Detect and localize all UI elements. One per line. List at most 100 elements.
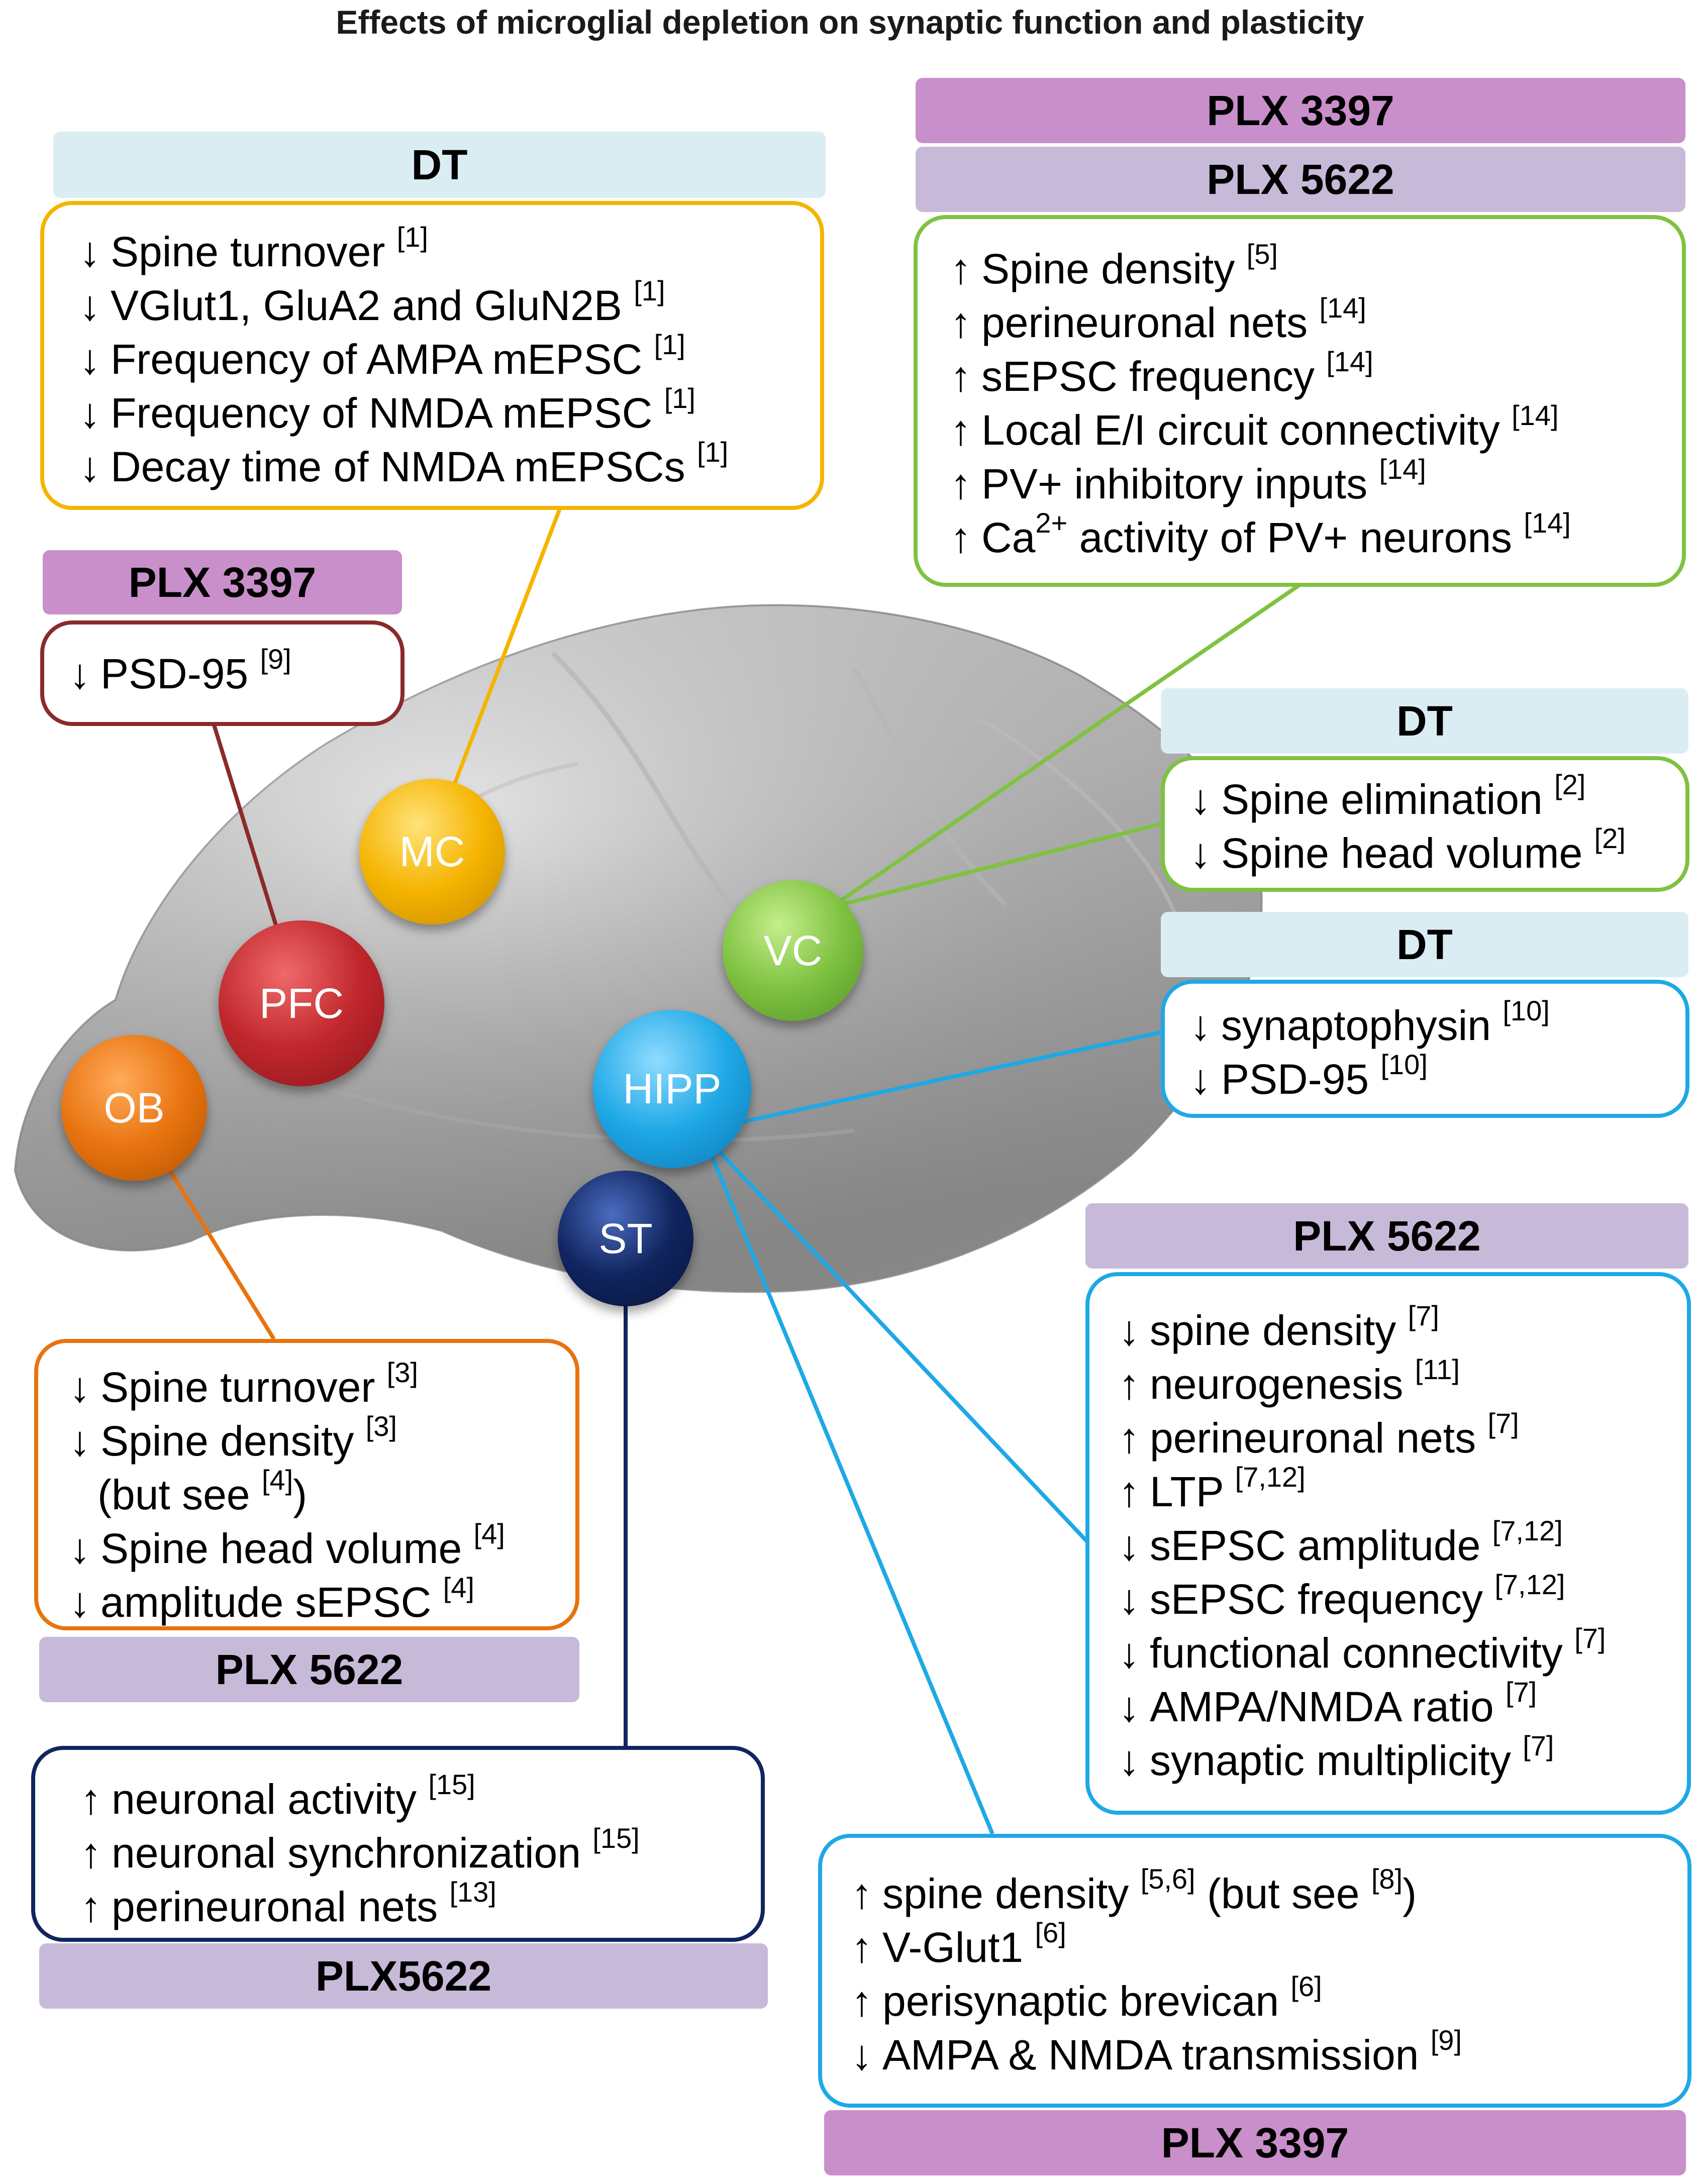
reference-citation: [1] [634,274,665,306]
effect-line: ↑neuronal activity [15] [80,1770,761,1826]
reference-citation: [6] [1290,1970,1322,2002]
increase-arrow-icon: ↑ [1119,1414,1140,1462]
effect-text: sEPSC frequency [981,353,1327,400]
brain-fold [551,651,756,931]
decrease-arrow-icon: ↓ [1119,1629,1140,1677]
reference-citation: [3] [386,1356,418,1388]
decrease-arrow-icon: ↓ [1119,1683,1140,1730]
reference-citation: [2] [1554,768,1586,800]
reference-citation: [7] [1487,1407,1519,1439]
increase-arrow-icon: ↑ [950,406,971,454]
effects-box-ob: ↓Spine turnover [3]↓Spine density [3](bu… [34,1339,579,1630]
decrease-arrow-icon: ↓ [79,282,101,329]
header-plx5622-st: PLX5622 [39,1943,768,2009]
effect-line: ↑perineuronal nets [14] [950,293,1682,350]
decrease-arrow-icon: ↓ [1190,1056,1211,1103]
connector-hipp-plx3397 [707,1147,994,1835]
brain-shading [15,605,1262,1292]
effect-line: ↑neuronal synchronization [15] [80,1824,761,1880]
effect-text: neuronal activity [112,1776,429,1823]
reference-citation: [7] [1505,1676,1537,1708]
reference-citation: [5] [1246,238,1278,270]
reference-citation: [7,12] [1235,1461,1306,1493]
decrease-arrow-icon: ↓ [1119,1307,1140,1354]
header-plx3397-vc: PLX 3397 [916,78,1685,143]
effect-line: ↓Spine density [3] [69,1412,575,1468]
effect-line: ↑perineuronal nets [7] [1119,1409,1687,1465]
effect-text: synaptophysin [1221,1002,1503,1049]
decrease-arrow-icon: ↓ [69,1364,90,1411]
reference-citation: [1] [664,382,695,414]
region-label-vc: VC [763,926,823,974]
effect-text: Spine elimination [1221,776,1555,823]
connector-vc-dt [831,822,1161,909]
region-ob: OB [61,1035,207,1181]
effect-text: Frequency of NMDA mEPSC [111,389,664,437]
increase-arrow-icon: ↑ [950,460,971,507]
increase-arrow-icon: ↑ [950,353,971,400]
reference-citation: [14] [1512,399,1559,431]
effect-line: ↓sEPSC amplitude [7,12] [1119,1516,1687,1573]
header-plx5622-ob: PLX 5622 [39,1637,579,1702]
reference-citation: [10] [1503,994,1550,1026]
header-plx3397-pfc: PLX 3397 [43,550,402,614]
effect-text: PSD-95 [1221,1056,1381,1103]
connector-hipp-plx5622 [712,1144,1089,1544]
effects-box-mc: ↓Spine turnover [1]↓VGlut1, GluA2 and Gl… [40,201,824,510]
effect-text: Decay time of NMDA mEPSCs [111,443,697,490]
effects-box-st: ↑neuronal activity [15]↑neuronal synchro… [31,1746,765,1942]
effects-box-hipp-plx5622: ↓spine density [7]↑neurogenesis [11]↑per… [1085,1272,1691,1815]
reference-citation: [7] [1574,1622,1606,1654]
connector-ob [166,1167,276,1340]
effect-line: ↑perineuronal nets [13] [80,1878,761,1934]
brain-fold [852,667,1007,906]
effect-text: perineuronal nets [112,1883,450,1930]
effect-text: ) [1403,1870,1417,1917]
effect-text: AMPA/NMDA ratio [1150,1683,1506,1730]
reference-citation: [4] [261,1464,293,1496]
decrease-arrow-icon: ↓ [79,389,101,437]
decrease-arrow-icon: ↓ [69,650,90,697]
reference-citation: [14] [1379,453,1426,485]
header-dt-mc: DT [53,132,826,198]
decrease-arrow-icon: ↓ [79,228,101,275]
effect-text: spine density [1150,1307,1408,1354]
increase-arrow-icon: ↑ [1119,1468,1140,1515]
effect-text: sEPSC amplitude [1150,1522,1492,1569]
effect-line: ↓functional connectivity [7] [1119,1624,1687,1680]
header-plx5622-vc: PLX 5622 [916,147,1685,212]
effect-line: ↓VGlut1, GluA2 and GluN2B [1] [79,276,820,333]
effect-superscript: 2+ [1035,506,1068,539]
reference-citation: [15] [428,1768,475,1800]
region-vc: VC [723,880,863,1021]
effect-line: ↑V-Glut1 [6] [851,1918,1687,1974]
effect-line: ↑spine density [5,6] (but see [8]) [851,1864,1687,1921]
effect-text: amplitude sEPSC [101,1579,443,1626]
effect-line: ↓synaptophysin [10] [1190,996,1685,1053]
effect-line: ↑neurogenesis [11] [1119,1355,1687,1411]
increase-arrow-icon: ↑ [950,299,971,346]
region-label-hipp: HIPP [623,1065,722,1112]
increase-arrow-icon: ↑ [80,1776,102,1823]
effect-text: Spine density [981,245,1247,292]
region-hipp: HIPP [593,1010,751,1168]
reference-citation: [4] [443,1571,474,1603]
region-label-mc: MC [399,827,465,875]
increase-arrow-icon: ↑ [950,514,971,561]
decrease-arrow-icon: ↓ [69,1417,90,1465]
effect-text: activity of PV+ neurons [1067,514,1524,561]
effect-line: ↑perisynaptic brevican [6] [851,1972,1687,2028]
effect-line: ↑Spine density [5] [950,240,1682,296]
effect-text: functional connectivity [1150,1629,1575,1677]
reference-citation: [13] [449,1876,496,1908]
effect-text: PSD-95 [101,650,260,697]
effect-text: (but see [1195,1870,1371,1917]
effect-line: ↓Frequency of AMPA mEPSC [1] [79,330,820,386]
brain-fold [301,1078,855,1142]
effect-line: ↓spine density [7] [1119,1301,1687,1358]
effect-text: Spine density [101,1417,366,1465]
reference-citation: [2] [1594,822,1626,854]
region-st: ST [558,1171,693,1306]
decrease-arrow-icon: ↓ [79,336,101,383]
